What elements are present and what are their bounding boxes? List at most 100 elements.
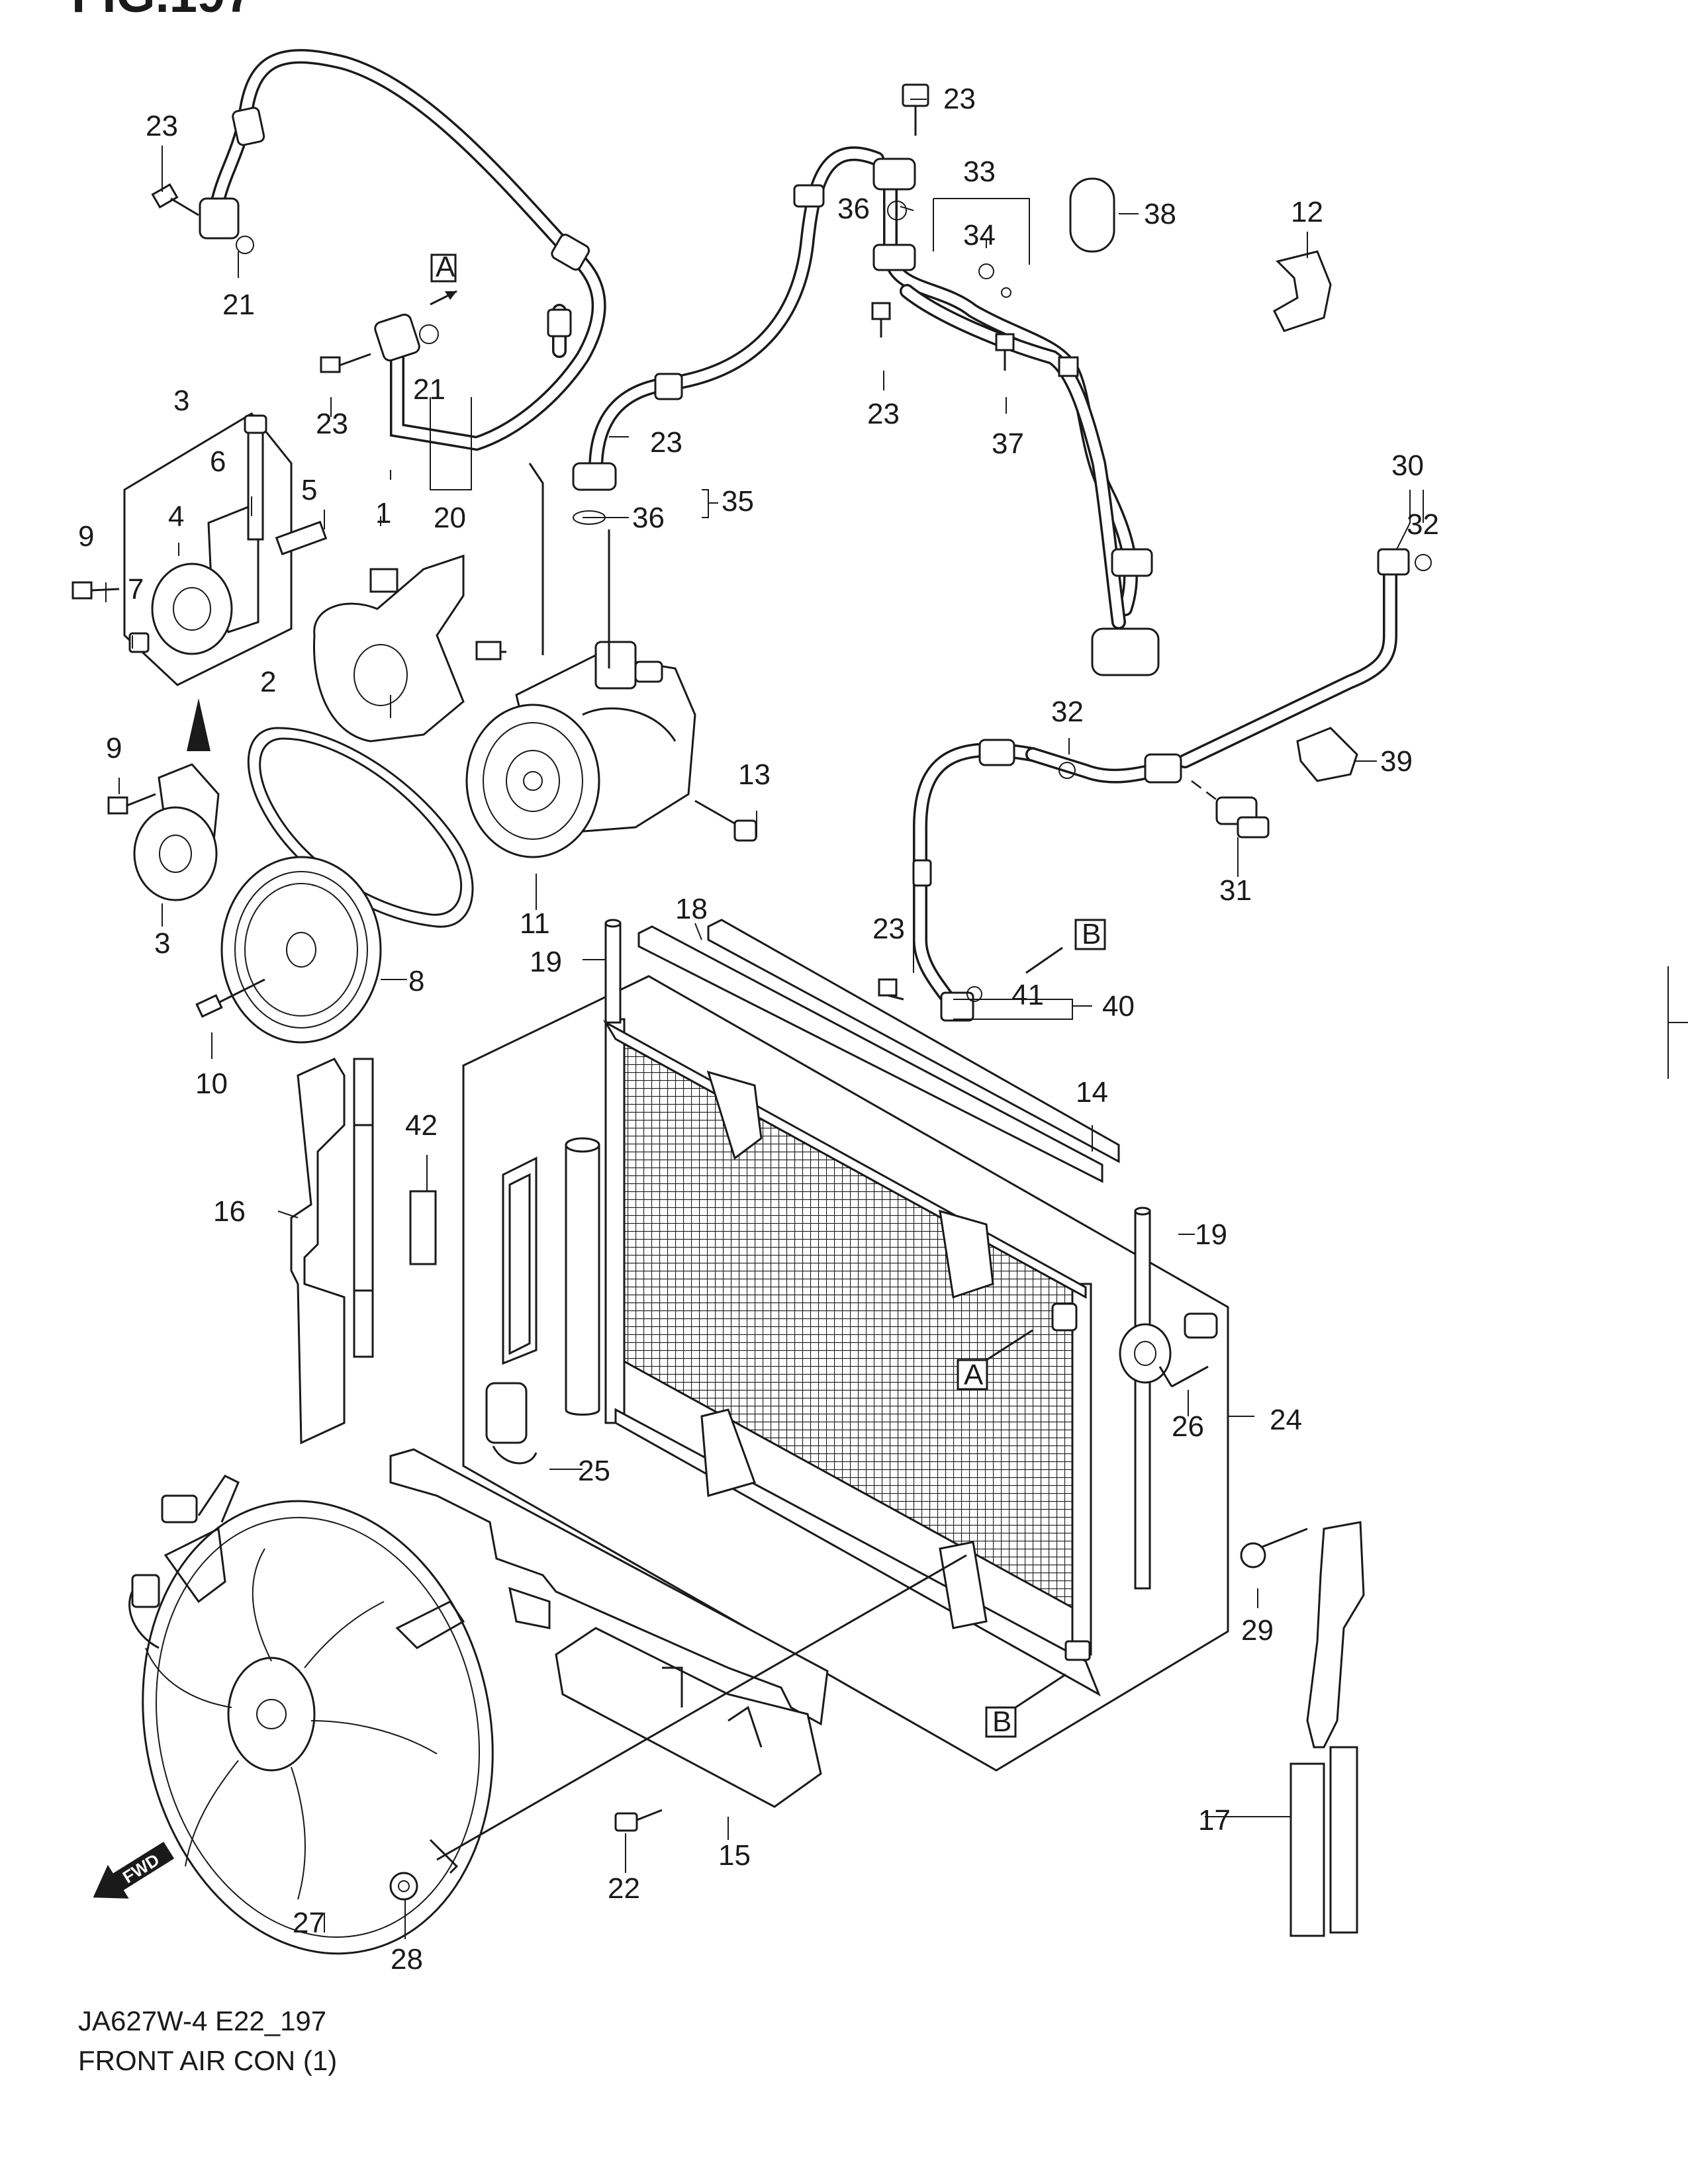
nut-28 xyxy=(389,1872,418,1901)
callout-11: 11 xyxy=(520,907,550,940)
callout-9a: 9 xyxy=(78,520,94,553)
callout-3a: 3 xyxy=(173,385,189,417)
svg-text:A: A xyxy=(964,1359,984,1391)
callout-1: 1 xyxy=(375,497,391,529)
callout-3b: 3 xyxy=(154,927,170,960)
cap-38 xyxy=(1069,177,1115,253)
callout-35: 35 xyxy=(722,485,754,518)
seal-19a xyxy=(604,919,622,1024)
callout-32a: 32 xyxy=(1407,508,1439,541)
callout-18: 18 xyxy=(675,893,708,925)
callout-36a: 36 xyxy=(837,193,870,225)
diagram-code: JA627W-4 E22_197 xyxy=(78,2005,327,2036)
bolt-23c xyxy=(902,83,929,136)
callout-36b: 36 xyxy=(632,502,665,534)
seal-16 xyxy=(290,1058,374,1445)
callout-23a: 23 xyxy=(146,110,178,142)
compressor-11 xyxy=(465,641,696,858)
callout-8: 8 xyxy=(408,965,424,997)
hose-assembly-35 xyxy=(572,146,884,525)
callout-38: 38 xyxy=(1144,198,1176,230)
bolt-23d xyxy=(871,302,891,338)
pressure-switch-31 xyxy=(1191,780,1270,839)
bolt-23e xyxy=(878,978,904,1001)
callout-33: 33 xyxy=(963,156,996,188)
callout-30: 30 xyxy=(1391,449,1424,482)
ref-box-a-right: A xyxy=(957,1329,1033,1391)
callout-14: 14 xyxy=(1076,1076,1108,1109)
ref-box-b-top: B xyxy=(1025,918,1106,974)
callout-31: 31 xyxy=(1219,874,1252,907)
callout-23b: 23 xyxy=(316,408,348,440)
callout-37: 37 xyxy=(992,428,1024,460)
leader-20-35 xyxy=(528,463,544,655)
callout-12: 12 xyxy=(1291,196,1323,228)
bolt-22 xyxy=(614,1809,663,1832)
callout-26: 26 xyxy=(1172,1410,1204,1443)
callout-10: 10 xyxy=(195,1068,228,1100)
svg-text:A: A xyxy=(436,251,455,283)
callout-40: 40 xyxy=(1102,990,1135,1023)
receiver-dryer-25 xyxy=(485,1137,600,1465)
callout-41: 41 xyxy=(1011,979,1044,1011)
callout-23d: 23 xyxy=(867,398,900,430)
bolt-23b xyxy=(320,353,371,373)
callout-24: 24 xyxy=(1270,1404,1302,1436)
callout-9b: 9 xyxy=(106,732,122,764)
bolt-23a xyxy=(151,183,199,216)
callout-22: 22 xyxy=(608,1872,640,1905)
callout-15: 15 xyxy=(718,1839,751,1872)
callout-20: 20 xyxy=(434,502,466,534)
bolt-10 xyxy=(195,978,265,1018)
callout-16: 16 xyxy=(213,1195,246,1228)
fan-mount-line xyxy=(436,1554,967,1861)
seal-19b xyxy=(1134,1206,1151,1590)
pulley-8 xyxy=(220,856,382,1044)
direction-pointer xyxy=(187,698,211,751)
callout-42: 42 xyxy=(405,1109,438,1142)
callout-13: 13 xyxy=(738,758,771,791)
pipe-30 xyxy=(1178,548,1432,768)
callout-21b: 21 xyxy=(413,373,445,406)
callout-25: 25 xyxy=(578,1455,610,1487)
page-edge-marker xyxy=(1667,966,1688,1079)
diagram-title: FRONT AIR CON (1) xyxy=(78,2045,338,2076)
callout-4: 4 xyxy=(168,500,184,533)
callout-29: 29 xyxy=(1241,1614,1274,1647)
leader-lines xyxy=(105,99,1424,1939)
clip-39 xyxy=(1296,727,1358,782)
belt-2 xyxy=(247,727,474,928)
seal-17 xyxy=(1289,1521,1365,1937)
callout-5: 5 xyxy=(301,474,317,506)
mount-26 xyxy=(1119,1312,1218,1388)
callouts: 23 21 23 21 20 23 36 33 34 38 12 23 37 2… xyxy=(78,83,1439,1976)
callout-28: 28 xyxy=(391,1943,423,1976)
svg-text:B: B xyxy=(1082,918,1101,950)
callout-27: 27 xyxy=(293,1907,325,1939)
callout-21a: 21 xyxy=(222,289,255,321)
callout-23f: 23 xyxy=(872,913,905,945)
tensioner-assembly-3 xyxy=(71,412,328,686)
callout-19b: 19 xyxy=(1195,1218,1227,1251)
callout-6: 6 xyxy=(210,445,226,478)
bolt-13 xyxy=(694,799,757,842)
callout-19a: 19 xyxy=(530,946,562,978)
figure-title: FIG.197 xyxy=(71,0,254,23)
block-42 xyxy=(409,1190,437,1265)
bolt-37 xyxy=(995,333,1015,371)
pipe-40 xyxy=(912,739,1182,1022)
idler-assembly-3 xyxy=(107,763,220,901)
callout-2: 2 xyxy=(260,666,276,698)
callout-39: 39 xyxy=(1380,745,1413,778)
callout-17: 17 xyxy=(1198,1804,1231,1837)
hose-assembly-20 xyxy=(199,49,606,451)
seal-14 xyxy=(707,919,1120,1163)
fan-motor-27 xyxy=(128,1475,494,1955)
seal-18 xyxy=(637,925,1103,1183)
callout-23c: 23 xyxy=(943,83,976,115)
pipe-assembly-33 xyxy=(872,158,1160,676)
bracket-1 xyxy=(312,554,506,743)
clamp-12 xyxy=(1273,250,1332,332)
callout-32b: 32 xyxy=(1051,696,1084,728)
